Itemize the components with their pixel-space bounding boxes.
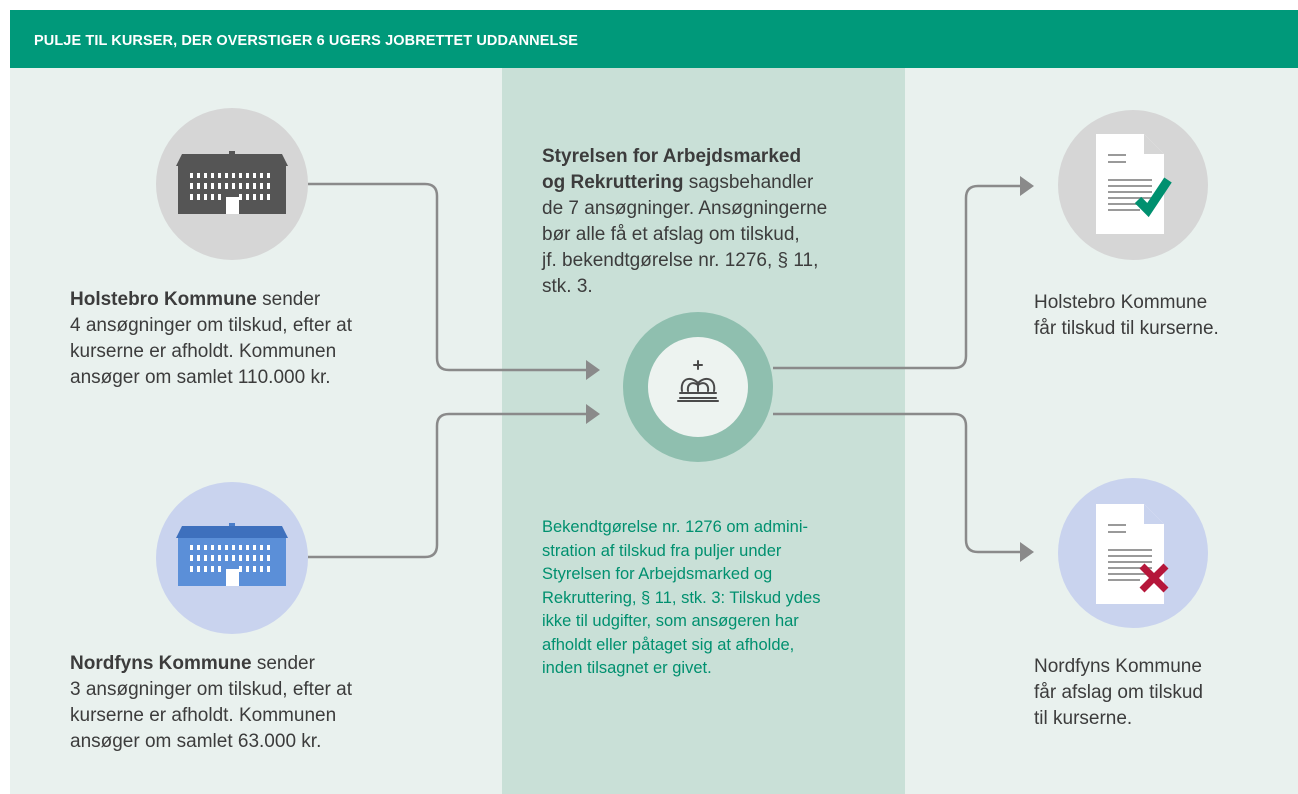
connector-holstebro (308, 182, 588, 372)
holstebro-name: Holstebro Kommune (70, 289, 257, 310)
agency-text: Styrelsen for Arbejdsmarked og Rekrutter… (542, 146, 828, 297)
regulation-note: Bekendtgørelse nr. 1276 om admini- strat… (542, 518, 821, 677)
holstebro-text: Holstebro Kommune sender 4 ansøgninger o… (70, 289, 352, 388)
rejected-text: Nordfyns Kommune får afslag om tilskud t… (1034, 656, 1203, 729)
arrow-head-holstebro (586, 360, 600, 380)
connector-approved (773, 184, 1022, 370)
approved-document-icon (1096, 134, 1172, 234)
nordfyns-text: Nordfyns Kommune sender 3 ansøgninger om… (70, 653, 352, 752)
nordfyns-name: Nordfyns Kommune (70, 653, 252, 674)
approved-text: Holstebro Kommune får tilskud til kurser… (1034, 292, 1219, 339)
agency-name: Styrelsen for Arbejdsmarked (542, 146, 802, 167)
crown-icon (677, 360, 719, 402)
arrow-head-rejected (1020, 542, 1034, 562)
rejected-document-icon (1096, 504, 1169, 604)
connector-rejected (773, 412, 1022, 554)
page-title: PULJE TIL KURSER, DER OVERSTIGER 6 UGERS… (34, 33, 579, 49)
header-bar: PULJE TIL KURSER, DER OVERSTIGER 6 UGERS… (10, 10, 1298, 68)
connector-nordfyns (308, 412, 588, 559)
arrow-head-nordfyns (586, 404, 600, 424)
building-icon (176, 523, 288, 586)
building-icon (176, 151, 288, 214)
arrow-head-approved (1020, 176, 1034, 196)
